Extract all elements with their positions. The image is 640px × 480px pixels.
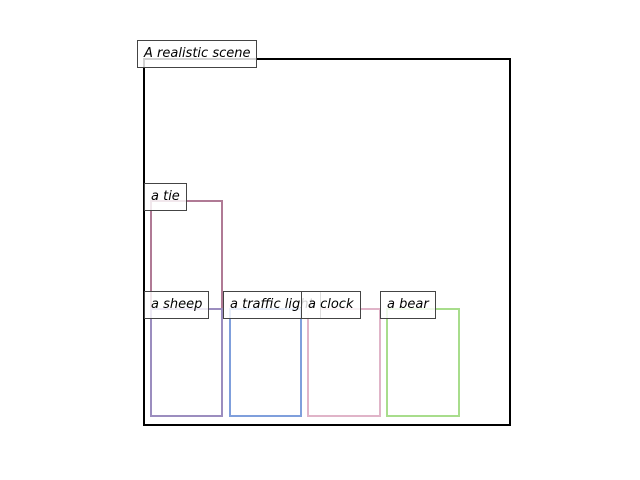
sheep-box: [150, 308, 223, 417]
sheep-label: a sheep: [144, 291, 210, 319]
scene-caption: A realistic scene: [137, 40, 258, 68]
bear-label: a bear: [380, 291, 436, 319]
bear-box: [386, 308, 460, 417]
clock-box: [307, 308, 381, 417]
tie-label: a tie: [144, 183, 187, 211]
clock-label: a clock: [301, 291, 361, 319]
traffic-light-box: [229, 308, 302, 417]
scene-frame: [143, 58, 511, 426]
